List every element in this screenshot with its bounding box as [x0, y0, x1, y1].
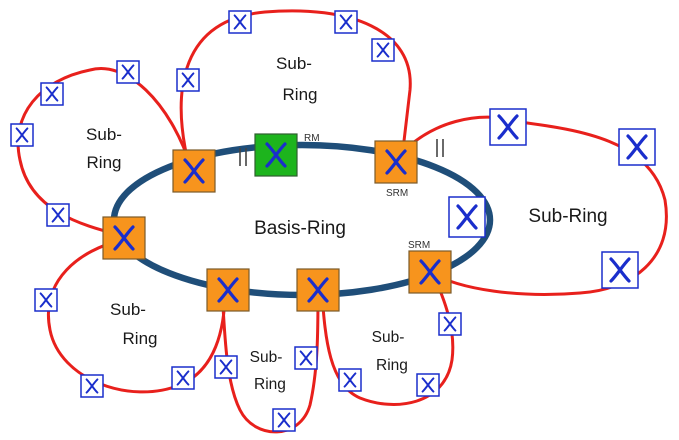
switch-icon	[296, 268, 340, 312]
switch-icon	[338, 368, 362, 392]
sub-ring-bottom-right-label-line1: Sub-	[372, 329, 405, 346]
switch-icon	[438, 312, 462, 336]
rm-label: RM	[304, 133, 320, 144]
switch-icon	[102, 216, 146, 260]
sub-ring-bottom-mid-label-line1: Sub-	[250, 349, 283, 366]
sub-ring-bottom-mid-label-line2: Ring	[254, 376, 286, 393]
small-switches	[10, 10, 462, 432]
srm-label-bottom: SRM	[408, 240, 430, 251]
sub-ring-bottom-right-label-line2: Ring	[376, 357, 408, 374]
switch-icon	[272, 408, 296, 432]
switch-icon	[416, 373, 440, 397]
switch-icon	[371, 38, 395, 62]
switch-icon	[80, 374, 104, 398]
labels: Basis-Ring Sub- Ring Sub- Ring Sub-Ring …	[86, 54, 608, 393]
ring-break-markers	[239, 139, 444, 166]
srm-label-top: SRM	[386, 188, 408, 199]
switch-icon	[489, 108, 527, 146]
sub-ring-top-label-line1: Sub-	[276, 54, 312, 73]
switch-icon	[408, 250, 452, 294]
switch-icon	[334, 10, 358, 34]
switch-icon	[34, 288, 58, 312]
sub-ring-left-label-line1: Sub-	[86, 125, 122, 144]
switch-icon	[374, 140, 418, 184]
switch-icon	[618, 128, 656, 166]
switch-icon	[171, 366, 195, 390]
sub-ring-top	[179, 9, 412, 171]
switch-icon	[176, 68, 200, 92]
switch-icon	[214, 355, 238, 379]
basis-ring-label: Basis-Ring	[254, 218, 346, 239]
switch-icon	[116, 60, 140, 84]
sub-ring-bottom-left-label-line1: Sub-	[110, 300, 146, 319]
sub-ring-right	[393, 115, 668, 296]
switch-icon	[254, 133, 298, 177]
sub-ring-left-label-line2: Ring	[87, 153, 122, 172]
switch-icon	[294, 346, 318, 370]
switch-icon	[10, 123, 34, 147]
switch-icon	[172, 149, 216, 193]
sub-ring-right-label: Sub-Ring	[528, 206, 607, 227]
switch-icon	[601, 251, 639, 289]
sub-ring-bottom-left-label-line2: Ring	[123, 329, 158, 348]
switch-icon	[40, 82, 64, 106]
switch-icon	[206, 268, 250, 312]
switch-icon	[46, 203, 70, 227]
sub-ring-top-label-line2: Ring	[283, 85, 318, 104]
switch-icon	[448, 196, 486, 238]
switch-icon	[228, 10, 252, 34]
basis-switches	[102, 140, 452, 312]
large-switches	[448, 108, 656, 289]
sub-rings	[16, 9, 668, 434]
